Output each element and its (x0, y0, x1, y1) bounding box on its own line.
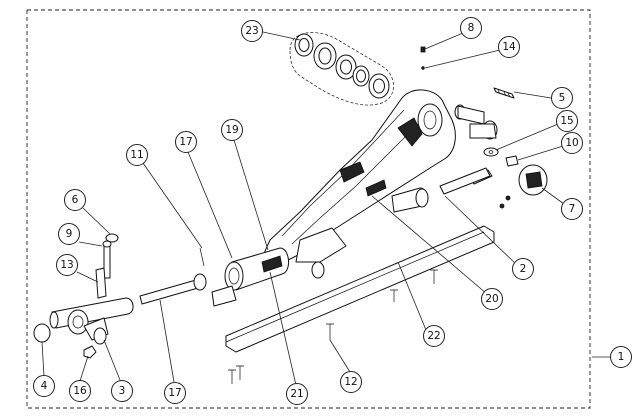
callout-5: 5 (551, 87, 573, 109)
svg-text:9: 9 (66, 228, 73, 240)
callout-21: 20 (481, 288, 503, 310)
leader-lines (41, 31, 611, 386)
callout-1: 1 (610, 346, 632, 368)
svg-text:17: 17 (179, 136, 192, 148)
svg-text:20: 20 (485, 293, 498, 305)
svg-text:19: 19 (225, 124, 238, 136)
callout-23: 23 (241, 20, 263, 42)
svg-text:3: 3 (119, 385, 126, 397)
bolt-stack (95, 233, 119, 299)
callout-17b: 17 (164, 382, 186, 404)
bearing-set-group (289, 32, 394, 106)
end-cap (33, 323, 51, 343)
svg-text:8: 8 (468, 22, 475, 34)
svg-text:16: 16 (73, 385, 87, 397)
callout-12: 12 (340, 371, 362, 393)
callout-8: 8 (460, 17, 482, 39)
svg-text:10: 10 (565, 137, 578, 149)
callout-13: 13 (56, 254, 78, 276)
pin-11 (199, 247, 205, 267)
callout-6: 6 (64, 189, 86, 211)
svg-text:22: 22 (427, 330, 440, 342)
svg-text:11: 11 (130, 149, 143, 161)
hex-nut-16 (83, 345, 97, 359)
svg-text:13: 13 (60, 259, 73, 271)
swing-arm-body (261, 89, 498, 279)
callout-3: 3 (111, 380, 133, 402)
callout-19: 19 (221, 119, 243, 141)
svg-text:5: 5 (559, 92, 566, 104)
svg-text:12: 12 (344, 376, 357, 388)
screws (228, 269, 438, 384)
callout-10: 10 (561, 132, 583, 154)
callout-4: 4 (33, 375, 55, 397)
svg-text:15: 15 (560, 115, 573, 127)
pivot-tube (211, 247, 289, 307)
svg-text:2: 2 (520, 263, 527, 275)
svg-text:6: 6 (72, 194, 79, 206)
svg-text:7: 7 (569, 203, 576, 215)
axle-shaft (139, 273, 207, 305)
callout-15: 15 (556, 110, 578, 132)
callout-16: 16 (69, 380, 91, 402)
svg-text:17: 17 (168, 387, 181, 399)
callout-7: 7 (561, 198, 583, 220)
slide-rail (225, 167, 495, 353)
callout-11: 11 (126, 144, 148, 166)
svg-text:1: 1 (618, 351, 625, 363)
callout-9: 9 (58, 223, 80, 245)
callout-2: 2 (512, 258, 534, 280)
svg-text:23: 23 (245, 25, 258, 37)
callout-17a: 17 (175, 131, 197, 153)
callout-22: 22 (423, 325, 445, 347)
callout-20: 21 (286, 383, 308, 405)
right-side-parts (420, 46, 548, 209)
svg-text:4: 4 (41, 380, 48, 392)
svg-text:21: 21 (290, 388, 303, 400)
tensioner-bar (49, 297, 134, 345)
assembly-boundary (26, 9, 591, 409)
callout-14: 14 (498, 36, 520, 58)
svg-text:14: 14 (502, 41, 516, 53)
